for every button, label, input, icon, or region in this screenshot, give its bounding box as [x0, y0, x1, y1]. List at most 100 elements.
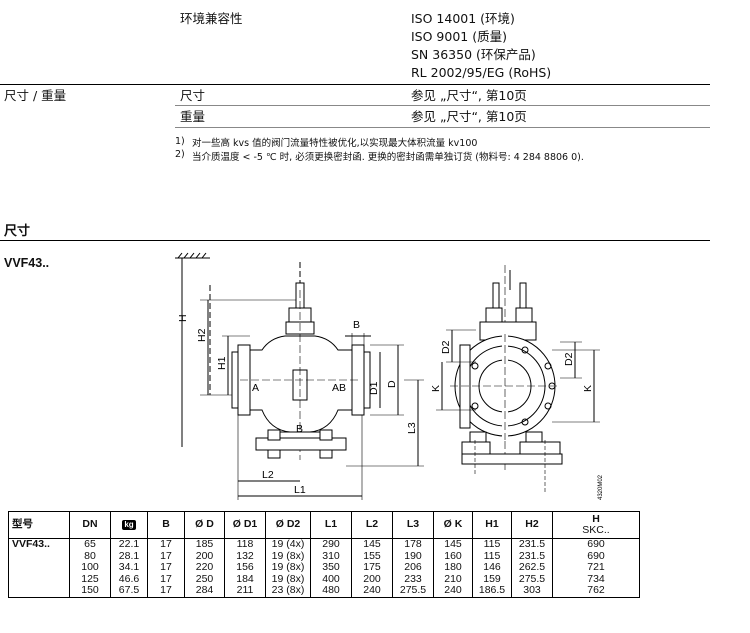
table-cell: 17 [147, 538, 185, 551]
port-label-b: B [296, 423, 303, 435]
valve-side-view [450, 265, 563, 492]
cell-type [8, 550, 70, 562]
table-cell: 17 [147, 584, 185, 598]
dim-label-h: H [177, 314, 189, 322]
col-header-d2: Ø D2 [265, 511, 311, 539]
table-cell: 231.5 [511, 538, 553, 551]
table-cell: 67.5 [110, 584, 148, 598]
table-cell: 240 [351, 584, 393, 598]
row-label-weight: 重量 [180, 109, 206, 124]
table-cell: 185 [184, 538, 225, 551]
dimensions-table: 型号 DN kg B Ø D Ø D1 Ø D2 L1 L2 L3 Ø K H1… [8, 511, 640, 598]
heading-underline [0, 240, 710, 241]
table-cell: 156 [224, 561, 266, 574]
table-cell: 220 [184, 561, 225, 574]
table-cell: 734 [552, 573, 640, 585]
table-cell: 150 [69, 584, 111, 598]
col-header-type: 型号 [8, 511, 70, 539]
table-cell: 186.5 [472, 584, 512, 598]
cell-type [8, 562, 70, 574]
col-header-l2: L2 [351, 511, 393, 539]
weight-icon: kg [122, 520, 136, 531]
table-cell: 262.5 [511, 561, 553, 574]
table-cell: 180 [433, 561, 473, 574]
col-header-d1: Ø D1 [224, 511, 266, 539]
dimensions-heading: 尺寸 [4, 224, 31, 239]
dim-label-l3: L3 [406, 422, 418, 434]
dim-label-l1: L1 [294, 484, 306, 496]
table-cell: 275.5 [392, 584, 434, 598]
spec-value-iso14001: ISO 14001 (环境) [411, 11, 515, 26]
port-label-ab: AB [332, 382, 346, 394]
row-value-dimensions: 参见 „尺寸“, 第10页 [411, 88, 527, 103]
table-cell: 175 [351, 561, 393, 574]
col-header-h: H SKC.. [552, 511, 640, 539]
valve-drawing: H H2 H1 B A AB D1 D L3 B L2 L1 D2 K D2 K… [175, 252, 604, 500]
drawing-code: 4320M02 [598, 474, 604, 500]
dim-label-d2-right: D2 [563, 352, 575, 366]
product-label: VVF43.. [4, 256, 50, 270]
table-cell: 690 [552, 550, 640, 562]
col-header-dn: DN [69, 511, 111, 539]
table-cell: 118 [224, 538, 266, 551]
table-cell: 65 [69, 538, 111, 551]
table-cell: 284 [184, 584, 225, 598]
dim-label-d2: D2 [440, 340, 452, 354]
footnote-mark: 2) [175, 149, 185, 160]
dim-label-d1: D1 [368, 381, 380, 395]
dim-label-k: K [430, 385, 442, 392]
row-divider [175, 127, 710, 128]
footnote-text: 当介质温度 < -5 ℃ 时, 必须更换密封函. 更换的密封函需单独订货 (物料… [192, 152, 584, 163]
col-header-l3: L3 [392, 511, 434, 539]
table-cell: 145 [351, 538, 393, 551]
col-header-l1: L1 [310, 511, 352, 539]
dim-label-d: D [386, 380, 398, 388]
cell-type [8, 585, 70, 598]
col-header-h2: H2 [511, 511, 553, 539]
row-label-dimensions: 尺寸 [180, 88, 206, 103]
dim-label-b-top: B [353, 319, 360, 331]
table-cell: 211 [224, 584, 266, 598]
table-cell: 23 (8x) [265, 584, 311, 598]
table-cell: 762 [552, 584, 640, 598]
table-cell: 303 [511, 584, 553, 598]
dim-label-h1: H1 [216, 356, 228, 370]
table-cell: 19 (8x) [265, 561, 311, 574]
divider-line [0, 84, 710, 85]
dim-label-k-right: K [582, 385, 594, 392]
footnote-text: 对一些高 kvs 值的阀门流量特性被优化,以实现最大体积流量 kv100 [192, 138, 478, 149]
table-cell: 19 (4x) [265, 538, 311, 551]
row-value-weight: 参见 „尺寸“, 第10页 [411, 109, 527, 124]
port-label-a: A [252, 382, 259, 394]
col-header-b: B [147, 511, 185, 539]
table-cell: 721 [552, 561, 640, 574]
table-cell: 206 [392, 561, 434, 574]
table-cell: 34.1 [110, 561, 148, 574]
ceiling-hatch [175, 252, 210, 259]
table-cell: 17 [147, 561, 185, 574]
table-cell: 100 [69, 561, 111, 574]
col-header-weight: kg [110, 511, 148, 539]
table-cell: 290 [310, 538, 352, 551]
col-header-d: Ø D [184, 511, 225, 539]
spec-value-rohs: RL 2002/95/EG (RoHS) [411, 65, 552, 80]
table-cell: 178 [392, 538, 434, 551]
col-header-h-label: H [592, 512, 600, 525]
table-cell: 240 [433, 584, 473, 598]
footnote-mark: 1) [175, 136, 185, 147]
table-cell: 350 [310, 561, 352, 574]
table-cell: 22.1 [110, 538, 148, 551]
spec-label-environment: 环境兼容性 [180, 11, 243, 26]
valve-front-view [231, 262, 371, 460]
col-header-h1: H1 [472, 511, 512, 539]
table-cell: 146 [472, 561, 512, 574]
table-header-row: 型号 DN kg B Ø D Ø D1 Ø D2 L1 L2 L3 Ø K H1… [8, 511, 640, 539]
table-cell: 480 [310, 584, 352, 598]
section-dimension-weight: 尺寸 / 重量 [4, 88, 67, 103]
table-cell: 115 [472, 538, 512, 551]
table-cell: 145 [433, 538, 473, 551]
